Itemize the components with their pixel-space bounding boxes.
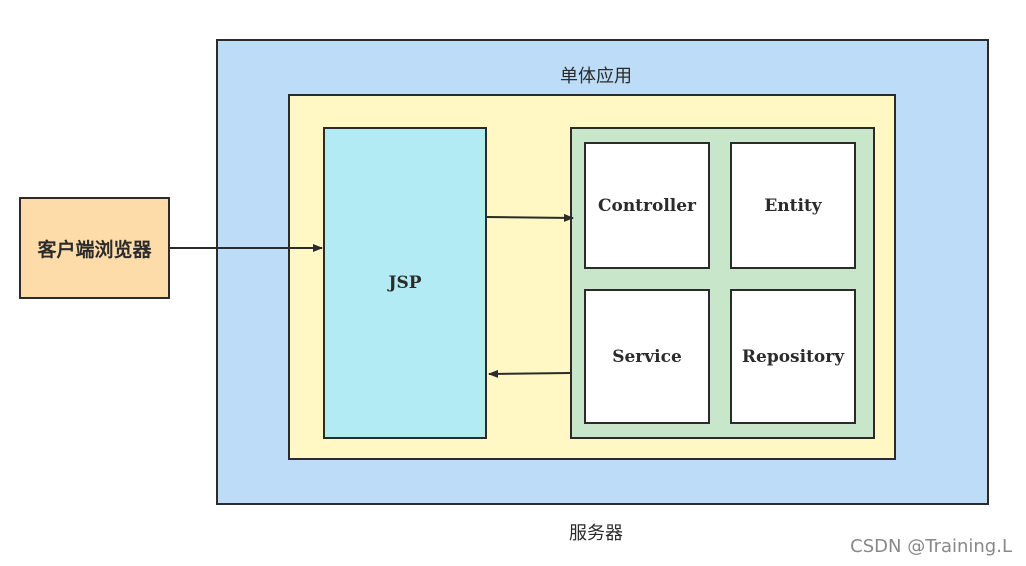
entity-box: Entity	[730, 142, 856, 269]
server-title: 服务器	[569, 523, 623, 544]
backend-box: Controller Entity Service Repository	[570, 127, 875, 439]
entity-label: Entity	[764, 195, 822, 216]
watermark: CSDN @Training.L	[850, 536, 1012, 557]
service-box: Service	[584, 289, 710, 424]
repository-box: Repository	[730, 289, 856, 424]
controller-label: Controller	[597, 195, 697, 216]
controller-box: Controller	[584, 142, 710, 269]
client-browser-box: 客户端浏览器	[19, 197, 170, 299]
repository-label: Repository	[741, 346, 845, 367]
jsp-label: JSP	[388, 273, 422, 293]
app-title: 单体应用	[560, 66, 632, 87]
service-label: Service	[612, 346, 682, 367]
jsp-to-backend-arrow	[486, 213, 574, 222]
jsp-box: JSP	[323, 127, 487, 439]
client-browser-label: 客户端浏览器	[37, 238, 152, 261]
backend-to-jsp-arrow	[488, 369, 571, 378]
